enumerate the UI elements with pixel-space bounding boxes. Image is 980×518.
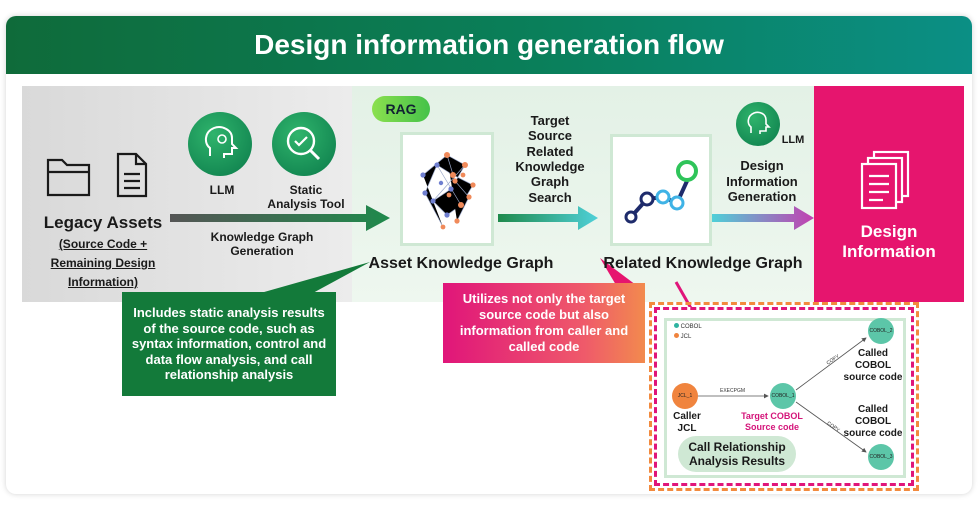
document-icon — [116, 152, 148, 198]
related-kg-label: Related Knowledge Graph — [603, 255, 803, 272]
cobol-top-node: COBOL_2 — [868, 318, 894, 344]
execpgm-edge-label: EXECPGM — [720, 388, 746, 394]
design-gen-label: Design Information Generation — [726, 158, 798, 205]
legacy-subtitle-3: Information) — [68, 275, 138, 289]
design-llm-label: LLM — [781, 134, 805, 146]
copy-edge-top — [795, 337, 867, 391]
called-cobol-top-label: Called COBOL source code — [843, 348, 903, 383]
design-gen-arrow — [712, 206, 814, 230]
folder-icon — [46, 158, 91, 197]
jcl-node: JCL_1 — [672, 383, 698, 409]
search-arrow — [498, 206, 598, 230]
caller-called-note: Utilizes not only the target source code… — [443, 283, 645, 363]
search-label: Target Source Related Knowledge Graph Se… — [515, 113, 585, 205]
call-relationship-title-text: Call Relationship Analysis Results — [688, 439, 786, 468]
legacy-subtitle-1: (Source Code + — [58, 237, 148, 251]
legacy-title: Legacy Assets — [43, 213, 163, 232]
kg-generation-label: Knowledge Graph Generation — [210, 230, 314, 259]
llm-label: LLM — [209, 183, 235, 197]
called-cobol-bottom-label: Called COBOL source code — [843, 404, 903, 439]
caller-jcl-label: Caller JCL — [673, 411, 701, 434]
llm-icon-circle — [188, 112, 252, 176]
green-callout-pointer — [236, 262, 370, 300]
legacy-subtitle-2: Remaining Design — [50, 256, 156, 270]
target-cobol-label: Target COBOL Source code — [741, 411, 803, 432]
cobol-bottom-node: COBOL_3 — [868, 444, 894, 470]
asset-kg-label: Asset Knowledge Graph — [368, 255, 554, 272]
cobol-target-node: COBOL_1 — [770, 383, 796, 409]
static-tool-label: Static Analysis Tool — [267, 183, 345, 212]
related-graph-image — [624, 160, 698, 224]
legend-jcl: JCL — [674, 333, 691, 340]
asset-kg-thumbnail — [400, 132, 494, 246]
kg-generation-arrow — [170, 205, 390, 231]
legend-cobol: COBOL — [674, 323, 702, 330]
copy-edge-bottom — [795, 401, 867, 453]
call-relationship-title: Call Relationship Analysis Results — [678, 436, 796, 472]
related-kg-link — [674, 281, 694, 311]
asset-graph-image — [420, 152, 476, 230]
design-info-label: Design Information — [842, 222, 936, 262]
documents-icon — [860, 150, 910, 210]
rag-badge: RAG — [372, 96, 430, 122]
related-kg-thumbnail — [610, 134, 712, 246]
static-tool-icon-circle — [272, 112, 336, 176]
static-analysis-note: Includes static analysis results of the … — [122, 292, 336, 396]
magnifier-check-icon — [286, 126, 321, 161]
pink-callout-pointer — [600, 258, 636, 285]
legacy-icons — [46, 152, 148, 198]
diagram-title: Design information generation flow — [6, 16, 972, 74]
brain-head-icon — [204, 126, 239, 158]
design-llm-icon-circle — [736, 102, 780, 146]
brain-head-icon — [747, 111, 771, 134]
